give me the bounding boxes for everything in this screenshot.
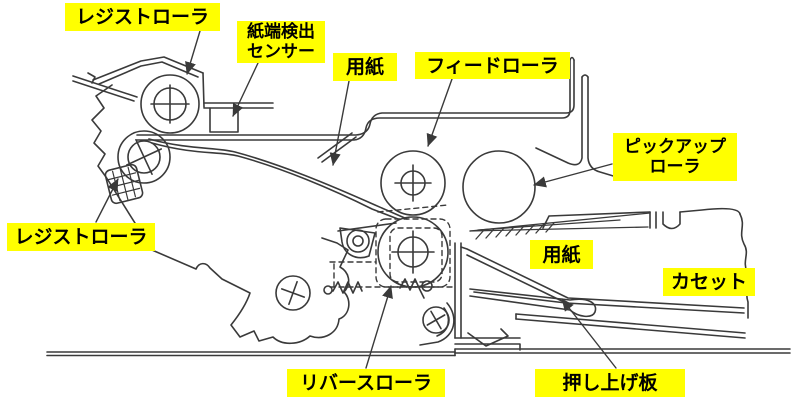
- entry-guide-lines: [72, 72, 138, 102]
- base-rails: [46, 328, 791, 357]
- label-cassette: カセット: [663, 268, 755, 296]
- label-regist-roller-top: レジストローラ: [65, 3, 220, 31]
- label-paper-in-cassette: 用紙: [530, 240, 593, 269]
- regist-housing: [92, 56, 274, 109]
- label-regist-roller-left: レジストローラ: [7, 223, 155, 251]
- label-feed-roller: フィードローラ: [415, 52, 570, 79]
- label-paper-edge-sensor: 紙端検出 センサー: [237, 21, 325, 63]
- label-pickup-roller-line2: ローラ: [649, 157, 701, 177]
- inner-guide: [535, 74, 621, 179]
- pickup-roller-drawing: [462, 150, 536, 224]
- label-paper-edge-sensor-line2: センサー: [247, 42, 315, 62]
- reverse-roller-drawing: [323, 204, 453, 299]
- paper-guide-channel: [136, 56, 575, 141]
- label-paper-edge-sensor-line1: 紙端検出: [247, 22, 315, 42]
- label-push-up-plate: 押し上げ板: [535, 369, 685, 397]
- paper-edge-sensor-box: [209, 107, 239, 133]
- regist-roller-bottom-drawing: [117, 130, 171, 184]
- label-pickup-roller-line1: ピックアップ: [624, 137, 726, 157]
- push-up-plate-drawing: [469, 288, 597, 318]
- label-paper-top: 用紙: [333, 53, 397, 81]
- frame-wall: [454, 242, 521, 351]
- left-frame-plate: [91, 84, 350, 345]
- feed-roller-drawing: [380, 150, 446, 216]
- paper-path-curve: [148, 132, 408, 232]
- regist-roller-top-drawing: [140, 74, 200, 134]
- paper-stack: [469, 212, 651, 240]
- tension-roller-arm: [419, 302, 455, 346]
- label-reverse-roller: リバースローラ: [287, 369, 445, 397]
- label-lead-lines: [95, 30, 617, 369]
- label-pickup-roller: ピックアップ ローラ: [613, 133, 737, 181]
- idler-pulley: [339, 227, 376, 259]
